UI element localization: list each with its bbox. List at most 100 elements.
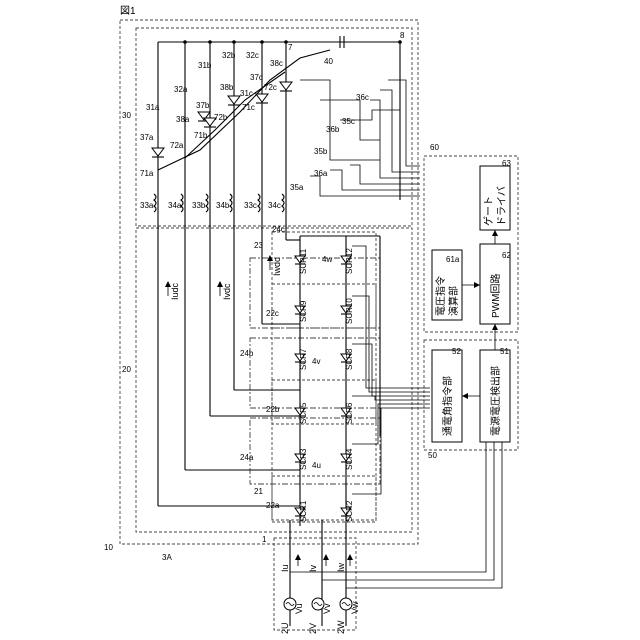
label-38a: 38a <box>176 115 190 124</box>
label-31b: 31b <box>198 61 212 70</box>
supply-voltage-detect-text: 電源電圧検出部 <box>489 366 502 436</box>
label-SCR12: SCR12 <box>345 248 354 274</box>
label-33c: 33c <box>244 201 257 210</box>
frame-1 <box>274 538 356 630</box>
coil-34b <box>230 194 232 212</box>
frame-10 <box>120 20 418 544</box>
label-23: 23 <box>254 241 263 250</box>
label-72a: 72a <box>170 141 184 150</box>
diode-38c <box>280 82 292 91</box>
label-38c: 38c <box>270 59 283 68</box>
label-SCR3: SCR3 <box>299 448 308 470</box>
label-Vw: Vw <box>350 601 360 614</box>
current-arrows <box>165 255 353 566</box>
label-32b: 32b <box>222 51 236 60</box>
label-Iu: Iu <box>280 564 290 572</box>
label-24c: 24c <box>272 225 285 234</box>
voltage-cmd-text-1: 電圧指令 <box>434 276 447 316</box>
label-Iwdc: Iwdc <box>272 257 282 276</box>
label-35c: 35c <box>342 117 355 126</box>
switch-chain <box>158 50 420 196</box>
label-36b: 36b <box>326 125 340 134</box>
label-36a: 36a <box>314 169 328 178</box>
label-35a: 35a <box>290 183 304 192</box>
label-Iv: Iv <box>308 564 318 572</box>
label-32a: 32a <box>174 85 188 94</box>
scr-symbols <box>295 256 351 516</box>
frame-22b <box>272 380 376 424</box>
label-50: 50 <box>428 451 437 460</box>
diode-37a <box>152 148 164 157</box>
pwm-text: PWM回路 <box>489 274 502 318</box>
frame-22a <box>272 476 376 520</box>
label-SCR10: SCR10 <box>345 298 354 324</box>
frame-24b <box>250 338 380 408</box>
label-72c: 72c <box>264 83 277 92</box>
label-1: 1 <box>262 535 267 544</box>
coil-33b <box>206 194 208 212</box>
label-51: 51 <box>500 347 509 356</box>
label-2U: 2U <box>280 622 290 634</box>
coil-34c <box>282 194 284 212</box>
label-40: 40 <box>324 57 333 66</box>
diode-37c <box>256 94 268 103</box>
coil-33c <box>258 194 260 212</box>
label-52: 52 <box>452 347 461 356</box>
label-SCR5: SCR5 <box>299 402 308 424</box>
conduction-angle-text: 通電角指令部 <box>441 376 454 436</box>
label-71c: 71c <box>242 103 255 112</box>
label-22b: 22b <box>266 405 280 414</box>
label-SCR8: SCR8 <box>345 348 354 370</box>
label-SCR1: SCR1 <box>299 500 308 522</box>
label-4w: 4w <box>322 255 332 264</box>
figure-number: 図1 <box>120 5 136 17</box>
label-Vu: Vu <box>294 603 304 614</box>
label-62: 62 <box>502 251 511 260</box>
diode-38b <box>228 96 240 105</box>
voltage-cmd-text-2: 演算部 <box>447 286 460 316</box>
label-34b: 34b <box>216 201 230 210</box>
label-SCR2: SCR2 <box>345 500 354 522</box>
label-35b: 35b <box>314 147 328 156</box>
frame-23 <box>272 232 376 522</box>
label-33b: 33b <box>192 201 206 210</box>
label-2W: 2W <box>336 620 346 634</box>
label-10: 10 <box>104 543 113 552</box>
label-8: 8 <box>400 31 405 40</box>
label-38b: 38b <box>220 83 234 92</box>
label-24a: 24a <box>240 453 254 462</box>
label-37a: 37a <box>140 133 154 142</box>
label-31c: 31c <box>240 89 253 98</box>
label-30: 30 <box>122 111 131 120</box>
label-Ivdc: Ivdc <box>222 283 232 300</box>
coil-33a <box>154 194 156 212</box>
label-34a: 34a <box>168 201 182 210</box>
label-34c: 34c <box>268 201 281 210</box>
gate-driver-text-1: ゲート <box>483 196 495 226</box>
frame-22c <box>272 284 376 328</box>
label-22c: 22c <box>266 309 279 318</box>
sense-line-u <box>290 440 486 572</box>
label-71b: 71b <box>194 131 208 140</box>
frame-24a <box>250 418 380 484</box>
label-22a: 22a <box>266 501 280 510</box>
label-SCR4: SCR4 <box>345 448 354 470</box>
label-21: 21 <box>254 487 263 496</box>
sense-line-w <box>346 440 502 588</box>
label-33a: 33a <box>140 201 154 210</box>
label-61a: 61a <box>446 255 460 264</box>
label-Iudc: Iudc <box>170 282 180 300</box>
label-SCR6: SCR6 <box>345 402 354 424</box>
label-72b: 72b <box>214 113 228 122</box>
gate-driver-text-2: ドライバ <box>496 186 508 226</box>
label-31a: 31a <box>146 103 160 112</box>
label-7: 7 <box>288 43 293 52</box>
label-Iw: Iw <box>336 562 346 572</box>
label-60: 60 <box>430 143 439 152</box>
label-4u: 4u <box>312 461 321 470</box>
label-SCR7: SCR7 <box>299 348 308 370</box>
label-Vv: Vv <box>322 603 332 614</box>
label-32c: 32c <box>246 51 259 60</box>
label-36c: 36c <box>356 93 369 102</box>
